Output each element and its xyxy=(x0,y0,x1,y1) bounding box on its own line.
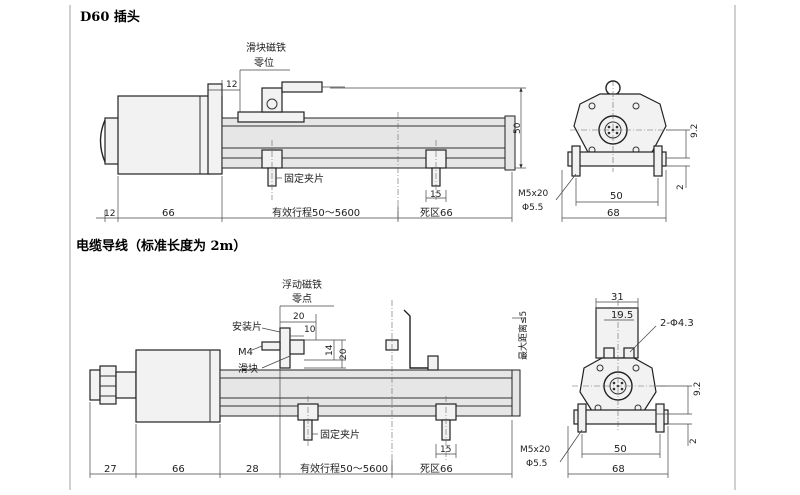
dim-end2-19-5: 19.5 xyxy=(611,310,633,321)
dim-bottom-14: 14 xyxy=(325,344,335,356)
dim-end2-9-2: 9.2 xyxy=(693,382,703,396)
dim-bottom-12: 12 xyxy=(104,209,115,219)
dim-top-12: 12 xyxy=(226,80,237,90)
bottom-end-view: 31 19.5 2-Φ4.3 9.2 2 50 68 M5x20 Φ5.5 xyxy=(520,292,703,478)
bolt-phi-label: Φ5.5 xyxy=(522,203,543,213)
bolt2-m5x20-label: M5x20 xyxy=(520,445,551,455)
top-end-view: 9.2 2 50 68 M5x20 Φ5.5 xyxy=(518,80,700,222)
top-side-view: 滑块磁铁 零位 12 50 固定夹片 15 12 66 有效行程50～5600 … xyxy=(96,41,526,222)
dim-end2-68: 68 xyxy=(612,464,625,475)
slider-label: 滑块 xyxy=(238,363,258,375)
dim-end-68: 68 xyxy=(607,208,620,219)
dim-end2-50: 50 xyxy=(614,444,627,455)
max-distance-label: 最大距离≤5 xyxy=(517,311,529,360)
dim-top-dead-zone: 死区66 xyxy=(420,207,453,219)
bottom-end-bolt-left xyxy=(577,403,587,433)
top-end-bolt-left xyxy=(571,145,581,177)
top-slider-stem xyxy=(261,87,283,113)
top-end-housing xyxy=(573,93,667,157)
dim-bottom-10: 10 xyxy=(304,325,316,335)
bottom-rail-end-cap xyxy=(511,369,521,417)
top-connector-arc xyxy=(99,119,106,163)
top-sensor-head xyxy=(117,95,211,175)
top-slider-magnet xyxy=(237,111,305,123)
slider-magnet-label: 滑块磁铁 xyxy=(246,41,286,54)
dim-bottom-20-v: 20 xyxy=(339,348,349,360)
mount-plate xyxy=(279,327,291,369)
bottom-end-bolt-right xyxy=(655,403,665,433)
dim-end2-31: 31 xyxy=(611,292,624,303)
dim-top-15: 15 xyxy=(430,190,441,200)
dim-bottom-dead-zone: 死区66 xyxy=(420,463,453,475)
dim-height-50: 50 xyxy=(513,122,523,134)
zero-position-label: 零位 xyxy=(254,56,274,69)
top-connector-stub xyxy=(104,117,120,165)
right-mount-bracket xyxy=(403,309,436,369)
m4-screw xyxy=(261,341,281,351)
bolt2-phi-label: Φ5.5 xyxy=(526,459,547,469)
cable-nut xyxy=(115,371,137,399)
bottom-end-base-clamp xyxy=(573,409,669,425)
top-end-bolt-right xyxy=(653,145,663,177)
right-mount-block xyxy=(427,355,439,371)
dim-bottom-27: 27 xyxy=(104,464,117,475)
top-end-base-clamp xyxy=(567,151,667,167)
top-clamp-label: 固定夹片 xyxy=(284,172,324,185)
dim-end-9-2: 9.2 xyxy=(690,124,700,138)
heading-d60-plug: D60 插头 xyxy=(80,9,140,25)
cable-end xyxy=(89,369,101,401)
dim-bottom-66: 66 xyxy=(172,464,185,475)
float-magnet-label: 浮动磁铁 xyxy=(282,278,322,291)
mount-plate-label: 安装片 xyxy=(232,320,262,333)
bottom-clamp-label: 固定夹片 xyxy=(320,428,360,441)
dim-top-stroke: 有效行程50～5600 xyxy=(272,206,360,219)
zero-point-label: 零点 xyxy=(292,293,312,305)
dim-end2-holes: 2-Φ4.3 xyxy=(660,318,694,329)
m4-label: M4 xyxy=(238,347,253,358)
dim-bottom-28: 28 xyxy=(246,464,259,475)
dim-bottom-stroke: 有效行程50～5600 xyxy=(300,462,388,475)
bottom-rail xyxy=(219,369,513,417)
bottom-sensor-head xyxy=(135,349,221,423)
float-magnet xyxy=(289,339,305,355)
cable-gland xyxy=(99,365,117,405)
top-slider-cable xyxy=(281,81,323,93)
top-mount-block xyxy=(207,83,223,175)
bottom-side-view: 浮动磁铁 零点 20 10 14 20 安装片 M4 滑块 最大距离≤5 固定夹… xyxy=(89,278,529,478)
dim-end-2: 2 xyxy=(676,184,686,190)
dim-end-50: 50 xyxy=(610,191,623,202)
heading-cable-lead: 电缆导线（标准长度为 2m） xyxy=(76,238,246,254)
dim-top-66: 66 xyxy=(162,208,175,219)
bolt-m5x20-label: M5x20 xyxy=(518,189,549,199)
dim-bottom-15: 15 xyxy=(440,445,451,455)
top-rail-end-cap xyxy=(504,115,516,171)
dim-bottom-20-top: 20 xyxy=(293,312,305,322)
dim-end2-2: 2 xyxy=(689,438,699,444)
